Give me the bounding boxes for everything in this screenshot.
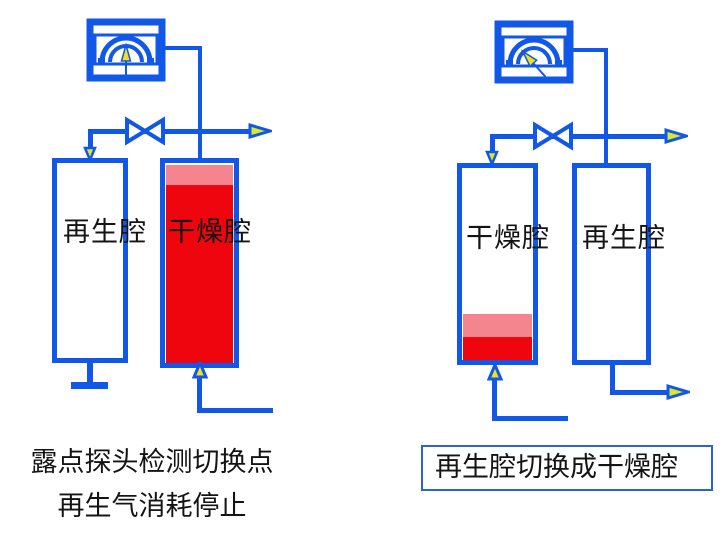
inlet-down-arrow-icon bbox=[83, 146, 97, 162]
bottom-pipe-vertical bbox=[197, 377, 202, 412]
left-column1-label: 再生腔 bbox=[63, 217, 147, 248]
inlet-elbow bbox=[490, 134, 495, 153]
bottom-pipe-vertical bbox=[492, 379, 497, 420]
regeneration-chamber-vessel bbox=[52, 158, 128, 363]
desiccant-wet-band bbox=[463, 314, 532, 337]
dew-point-gauge-icon bbox=[494, 20, 574, 84]
right-column2-label: 再生腔 bbox=[582, 223, 666, 254]
desiccant-saturated-fill bbox=[166, 185, 233, 363]
dew-point-gauge-icon bbox=[86, 18, 166, 82]
gauge-pipe-horizontal bbox=[568, 48, 608, 52]
gauge-needle-icon bbox=[120, 42, 132, 77]
inlet-down-arrow-icon bbox=[485, 150, 499, 166]
gauge-pipe-vertical bbox=[604, 48, 608, 163]
gauge-needle-icon bbox=[520, 49, 547, 78]
bottom-pipe-horizontal bbox=[197, 408, 273, 413]
drying-chamber-vessel bbox=[457, 163, 538, 365]
drying-chamber-vessel bbox=[160, 158, 239, 368]
left-column2-label: 干燥腔 bbox=[168, 217, 252, 248]
left-caption-line2: 再生气消耗停止 bbox=[57, 491, 247, 522]
desiccant-wet-band bbox=[166, 165, 233, 185]
desiccant-saturated-fill bbox=[463, 337, 532, 360]
gauge-pipe-vertical bbox=[198, 46, 202, 160]
right-caption-box: 再生腔切换成干燥腔 bbox=[421, 445, 713, 491]
valve-icon bbox=[125, 116, 165, 146]
drain-pipe-vertical bbox=[610, 365, 615, 394]
right-caption-text: 再生腔切换成干燥腔 bbox=[435, 451, 678, 483]
regeneration-chamber-vessel bbox=[572, 163, 651, 365]
drain-pipe-horizontal bbox=[610, 390, 670, 395]
main-pipe bbox=[490, 134, 666, 139]
outlet-flow-arrow-icon bbox=[248, 122, 272, 140]
right-column1-label: 干燥腔 bbox=[466, 223, 550, 254]
valve-icon bbox=[533, 121, 573, 151]
ground-icon bbox=[87, 362, 93, 383]
gauge-pipe-horizontal bbox=[160, 46, 202, 50]
outlet-flow-arrow-icon bbox=[664, 127, 688, 145]
bottom-pipe-horizontal bbox=[492, 416, 568, 421]
ground-bar-icon bbox=[71, 382, 108, 389]
main-pipe bbox=[88, 129, 256, 134]
left-caption-line1: 露点探头检测切换点 bbox=[30, 447, 274, 478]
drain-flow-arrow-icon bbox=[666, 383, 690, 401]
inlet-elbow bbox=[88, 129, 93, 149]
